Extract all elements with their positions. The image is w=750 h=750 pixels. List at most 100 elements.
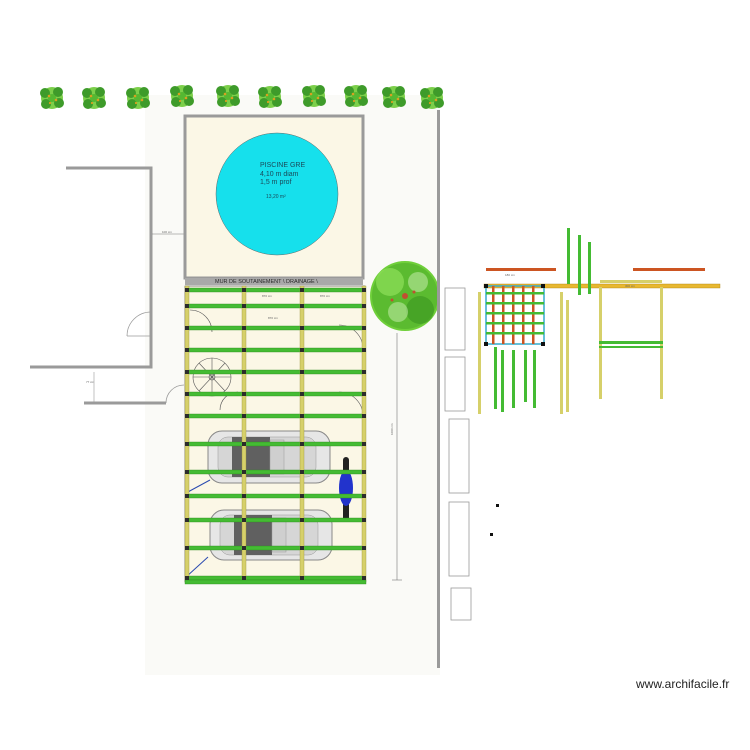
post-joint	[185, 288, 189, 292]
post-joint	[185, 370, 189, 374]
terrace-beam	[185, 545, 365, 551]
post-joint	[242, 546, 246, 550]
pergola-rafter	[512, 286, 515, 344]
pergola-structures	[478, 228, 721, 414]
post-joint	[242, 414, 246, 418]
pergola-batten	[486, 312, 544, 315]
post-joint	[242, 370, 246, 374]
post-joint	[362, 546, 366, 550]
marker-dot	[490, 533, 493, 536]
pergola-corner	[484, 342, 488, 346]
post-joint	[185, 494, 189, 498]
pergola-batten	[486, 322, 544, 325]
terrace-post	[241, 285, 247, 583]
post-joint	[362, 370, 366, 374]
car-bottom	[209, 509, 333, 561]
post-joint	[362, 288, 366, 292]
terrace-post	[299, 285, 305, 583]
pergola-corner	[541, 342, 545, 346]
boundary-wall	[437, 110, 440, 668]
terrace-beam	[185, 575, 365, 581]
pergola-rafter	[522, 286, 525, 344]
post-joint	[242, 494, 246, 498]
post-joint	[300, 576, 304, 580]
spiral-staircase	[192, 357, 232, 397]
shrub-icon	[82, 87, 106, 109]
terrace-beam	[185, 469, 365, 475]
terrace-beam	[185, 369, 365, 375]
post-joint	[362, 348, 366, 352]
post-joint	[185, 392, 189, 396]
terrace-beam	[185, 303, 365, 309]
terrace-post	[184, 285, 190, 583]
shrub-icon	[40, 87, 64, 109]
shrub-icon	[126, 87, 150, 109]
post-joint	[300, 414, 304, 418]
post-joint	[300, 304, 304, 308]
terrace-beam	[185, 413, 365, 419]
retaining-wall-label: MUR DE SOUTAINEMENT \ DRAINAGE \	[215, 279, 318, 285]
post-joint	[242, 288, 246, 292]
post-joint	[300, 326, 304, 330]
pergola-batten	[486, 292, 544, 295]
post-joint	[185, 414, 189, 418]
post-joint	[300, 442, 304, 446]
post-joint	[242, 392, 246, 396]
marker-dot	[496, 504, 499, 507]
post-joint	[300, 288, 304, 292]
post-joint	[242, 326, 246, 330]
dim-pergola-top: 180 cm	[505, 273, 515, 277]
post-joint	[185, 576, 189, 580]
post-joint	[300, 518, 304, 522]
post-joint	[362, 442, 366, 446]
terrace-beam	[185, 347, 365, 353]
terrace-beam	[184, 579, 367, 585]
shrub-icon	[170, 85, 194, 107]
post-joint	[300, 348, 304, 352]
post-joint	[242, 442, 246, 446]
pergola-corner	[541, 284, 545, 288]
dim-gap-left: 100 cm	[162, 230, 172, 234]
terrace-beam	[185, 287, 365, 293]
pergola-corner	[484, 284, 488, 288]
terrace-post	[361, 285, 367, 583]
post-joint	[185, 518, 189, 522]
retaining-wall	[185, 278, 363, 285]
pergola-rafter	[532, 286, 535, 344]
post-joint	[242, 576, 246, 580]
dim-house-side: 77 cm	[86, 380, 95, 384]
post-joint	[242, 518, 246, 522]
post-joint	[362, 518, 366, 522]
pool-title: PISCINE GRE	[260, 162, 305, 169]
pergola-batten	[486, 332, 544, 335]
tree-icon	[370, 261, 440, 331]
post-joint	[362, 392, 366, 396]
post-joint	[242, 470, 246, 474]
pergola-batten	[486, 302, 544, 305]
shrub-icon	[216, 85, 240, 107]
post-joint	[362, 576, 366, 580]
pool-depth: 1,5 m prof	[260, 179, 292, 186]
post-joint	[185, 326, 189, 330]
post-joint	[362, 414, 366, 418]
shrub-icon	[344, 85, 368, 107]
post-joint	[300, 494, 304, 498]
side-boxes	[444, 287, 472, 621]
shrub-icon	[258, 86, 282, 108]
car-top	[207, 430, 331, 484]
post-joint	[242, 304, 246, 308]
pool-basin	[215, 132, 339, 256]
pool-diameter: 4,10 m diam	[260, 171, 299, 178]
post-joint	[242, 348, 246, 352]
pergola-rafter	[492, 286, 495, 344]
dim-terrace-mid: 870 cm	[268, 316, 278, 320]
house-walls	[30, 166, 185, 405]
post-joint	[362, 494, 366, 498]
post-joint	[185, 304, 189, 308]
terrace-beam	[185, 391, 365, 397]
dim-long-side: 1000 cm	[390, 423, 394, 435]
post-joint	[362, 304, 366, 308]
dim-pergola-right: 300 cm	[625, 284, 635, 288]
terrace-beam	[185, 493, 365, 499]
